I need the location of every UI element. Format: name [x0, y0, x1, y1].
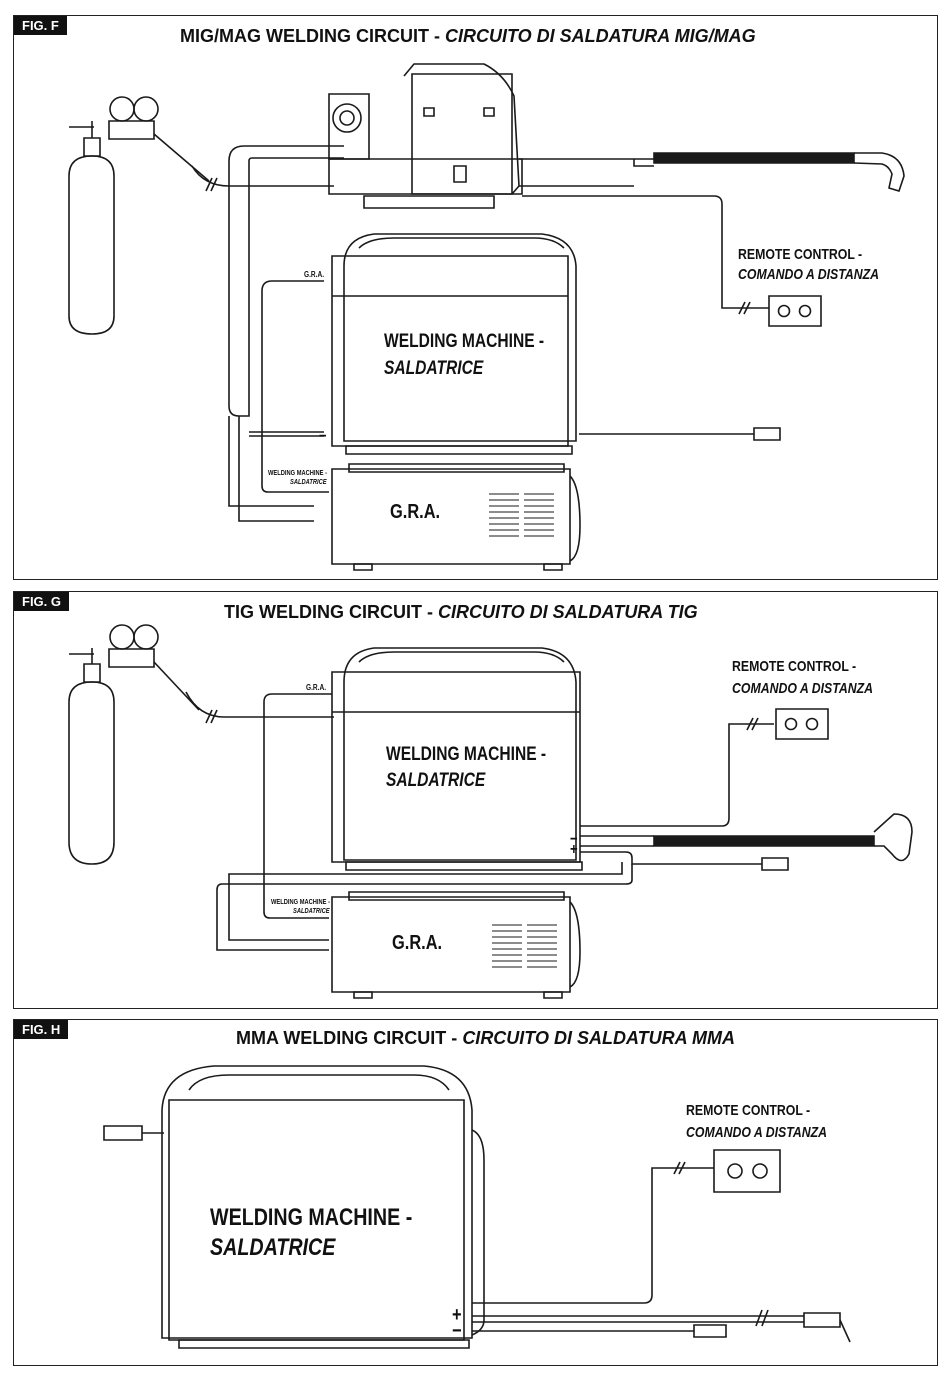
remote-control-label: REMOTE CONTROL -	[732, 658, 857, 675]
gra-cable	[262, 281, 329, 492]
wire-feeder-icon	[329, 64, 522, 208]
remote-cable	[472, 1168, 714, 1303]
figure-title: TIG WELDING CIRCUIT - CIRCUITO DI SALDAT…	[224, 602, 698, 623]
welding-machine-label: WELDING MACHINE -	[386, 744, 547, 765]
mig-torch-icon	[519, 153, 904, 191]
gas-hose	[186, 692, 334, 717]
gra-cable	[264, 694, 332, 918]
welding-machine-label-it: SALDATRICE	[210, 1234, 336, 1261]
gra-port-label: G.R.A.	[304, 270, 325, 279]
figure-tag: FIG. H	[14, 1020, 69, 1039]
gas-hose	[192, 166, 334, 186]
gra-port-label: G.R.A.	[306, 683, 327, 692]
cooling-hose-1	[217, 864, 632, 950]
cooling-hose-1	[239, 416, 314, 521]
figure-g-panel: FIG. G TIG WELDING CIRCUIT - CIRCUITO DI…	[13, 591, 938, 1009]
electrode-holder-icon	[472, 1310, 850, 1342]
welding-machine-label-it: SALDATRICE	[384, 358, 484, 379]
figure-title-en: TIG WELDING CIRCUIT -	[224, 602, 438, 622]
cooling-hose-2	[229, 862, 622, 940]
minus-terminal: −	[319, 428, 327, 445]
figure-title: MIG/MAG WELDING CIRCUIT - CIRCUITO DI SA…	[180, 26, 756, 47]
interconnection-bundle	[229, 146, 294, 416]
remote-control-label: REMOTE CONTROL -	[738, 246, 863, 263]
figure-title-en: MIG/MAG WELDING CIRCUIT -	[180, 26, 445, 46]
gra-unit-label: G.R.A.	[392, 932, 443, 954]
mig-circuit-diagram	[14, 16, 936, 578]
gra-unit-label: G.R.A.	[390, 501, 441, 523]
welding-machine-label-it: SALDATRICE	[386, 770, 486, 791]
remote-control-icon	[776, 709, 828, 739]
gra-connection-label-it: SALDATRICE	[290, 479, 327, 486]
figure-title-it: CIRCUITO DI SALDATURA MMA	[462, 1028, 735, 1048]
figure-title: MMA WELDING CIRCUIT - CIRCUITO DI SALDAT…	[236, 1028, 735, 1049]
earth-clamp-icon	[754, 428, 780, 440]
cooling-hose-2	[229, 416, 314, 506]
tig-torch-icon	[580, 814, 912, 861]
gas-cylinder-icon	[69, 648, 114, 864]
gra-connection-label-it: SALDATRICE	[293, 908, 330, 915]
minus-terminal: −	[570, 831, 578, 848]
welding-machine-label: WELDING MACHINE -	[384, 331, 545, 352]
welding-machine-icon	[332, 648, 582, 870]
gas-cylinder-icon	[69, 121, 114, 334]
mma-circuit-diagram	[14, 1020, 936, 1364]
pressure-regulator-icon	[109, 97, 209, 181]
minus-terminal: −	[452, 1320, 462, 1342]
remote-cable	[522, 196, 769, 308]
tig-circuit-diagram	[14, 592, 936, 1007]
remote-control-label-it: COMANDO A DISTANZA	[738, 266, 879, 283]
figure-title-it: CIRCUITO DI SALDATURA MIG/MAG	[444, 26, 756, 46]
cooling-unit-icon	[332, 892, 580, 998]
earth-clamp-icon	[694, 1325, 726, 1337]
welding-machine-icon	[332, 234, 576, 454]
figure-f-panel: FIG. F MIG/MAG WELDING CIRCUIT - CIRCUIT…	[13, 15, 938, 580]
gra-connection-label: WELDING MACHINE -	[271, 899, 331, 906]
figure-title-it: CIRCUITO DI SALDATURA TIG	[437, 602, 698, 622]
figure-tag: FIG. G	[14, 592, 69, 611]
remote-control-label-it: COMANDO A DISTANZA	[686, 1124, 827, 1141]
pressure-regulator-icon	[109, 625, 199, 710]
remote-control-label: REMOTE CONTROL -	[686, 1102, 811, 1119]
gra-connection-label: WELDING MACHINE -	[268, 470, 328, 477]
figure-h-panel: FIG. H MMA WELDING CIRCUIT - CIRCUITO DI…	[13, 1019, 938, 1366]
remote-control-icon	[714, 1150, 780, 1192]
plus-terminal: +	[570, 841, 578, 858]
earth-cable	[580, 852, 762, 864]
cooling-unit-icon	[332, 464, 580, 570]
figure-tag: FIG. F	[14, 16, 67, 35]
welding-machine-icon	[104, 1066, 484, 1348]
remote-cable	[580, 724, 774, 826]
figure-title-en: MMA WELDING CIRCUIT -	[236, 1028, 463, 1048]
remote-control-icon	[769, 296, 821, 326]
remote-control-label-it: COMANDO A DISTANZA	[732, 680, 873, 697]
earth-clamp-icon	[762, 858, 788, 870]
welding-machine-label: WELDING MACHINE -	[210, 1204, 413, 1231]
plus-terminal: +	[452, 1304, 462, 1326]
